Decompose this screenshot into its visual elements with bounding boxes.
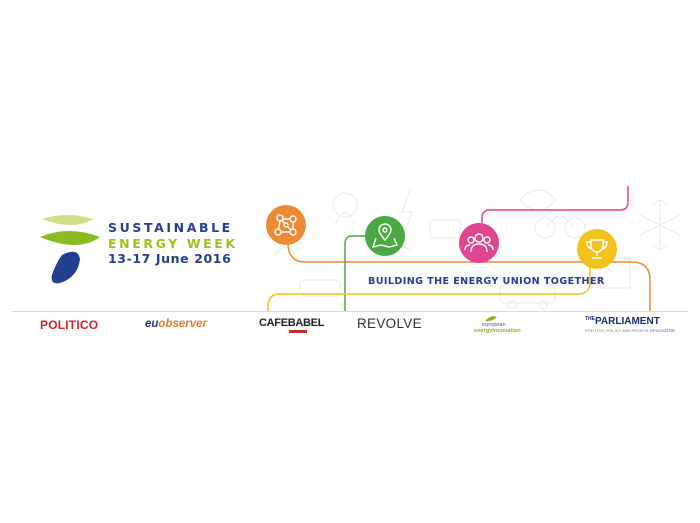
european-energy-innovation-logo: european energyinnovation: [474, 316, 521, 334]
map-pin-icon: [365, 216, 405, 256]
trophy-icon: [577, 229, 617, 269]
euobserver-logo: euobserver: [145, 318, 207, 330]
parliament-sub: POLITICS, POLICY AND PEOPLE: [585, 329, 649, 333]
event-title-line1: SUSTAINABLE: [108, 222, 238, 235]
revolve-logo: REVOLVE: [357, 316, 422, 331]
event-dates: 13-17 June 2016: [108, 253, 238, 266]
network-icon: [266, 205, 306, 245]
sustainable-energy-week-logo: [38, 213, 102, 285]
politico-logo: POLITICO: [40, 318, 98, 332]
people-icon: [459, 223, 499, 263]
parliament-mag: MAGAZINE: [650, 328, 675, 333]
event-title-block: SUSTAINABLE ENERGY WEEK 13-17 June 2016: [108, 222, 238, 266]
parliament-main: PARLIAMENT: [595, 316, 660, 327]
event-title-line2: ENERGY WEEK: [108, 238, 238, 251]
euobserver-logo-eu: eu: [145, 318, 158, 330]
divider: [12, 311, 688, 312]
eei-line2: energyinnovation: [474, 328, 521, 334]
euobserver-logo-observer: observer: [158, 318, 207, 330]
cafebabel-logo-bar: [289, 330, 307, 333]
tagline: BUILDING THE ENERGY UNION TOGETHER: [368, 276, 605, 287]
parliament-magazine-logo: THEPARLIAMENT POLITICS, POLICY AND PEOPL…: [585, 316, 675, 333]
cafebabel-logo-text: CAFEBABEL: [259, 317, 324, 329]
cafebabel-logo: CAFEBABEL: [259, 317, 324, 333]
parliament-the: THE: [585, 316, 595, 322]
